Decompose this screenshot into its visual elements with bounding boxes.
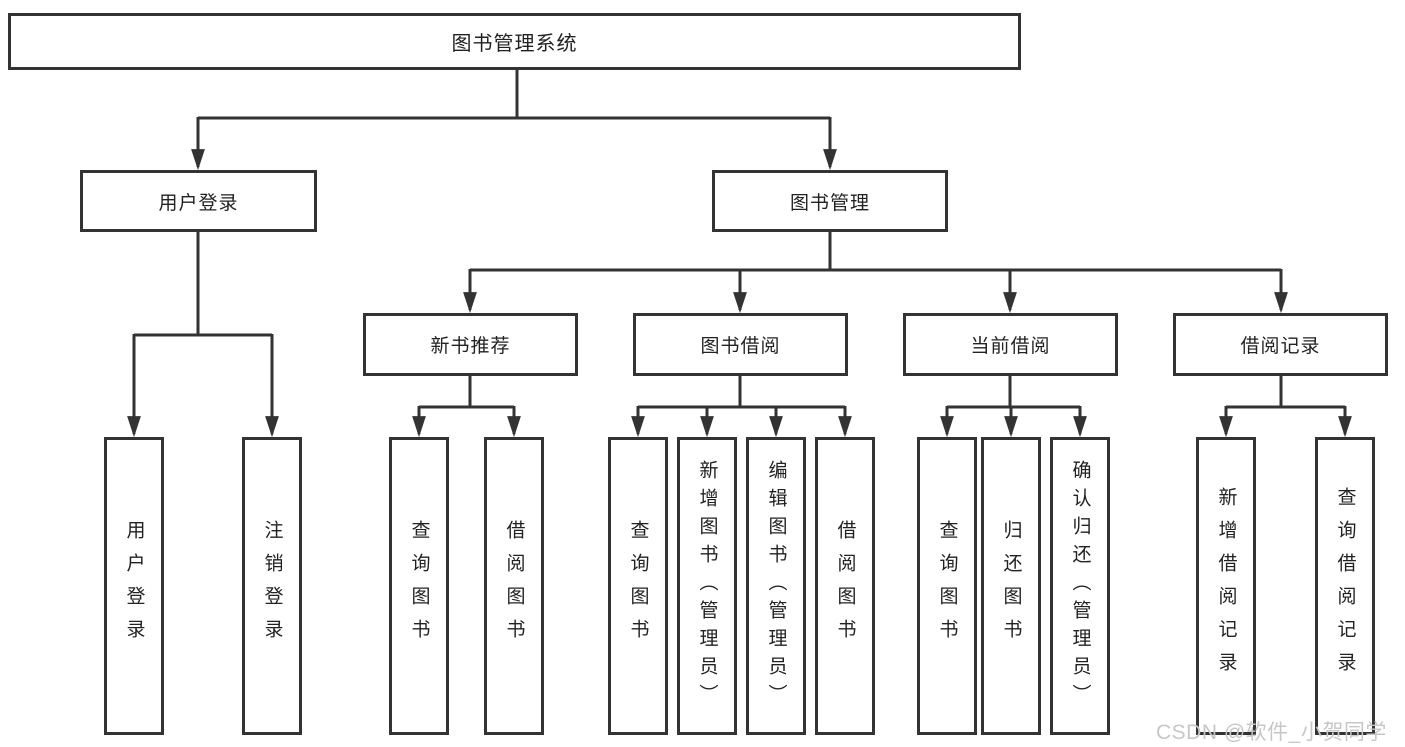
branch-borrow-record-label: 借阅记录 [1240,336,1321,357]
leaf-borrow-query-books: 查询图书 [608,437,668,735]
root-box-label: 图书管理系统 [451,33,578,55]
leaf-new-book-borrow-books-label: 借阅图书 [503,520,525,652]
leaf-new-book-borrow-books: 借阅图书 [484,437,544,735]
branch-user-login-label: 用户登录 [158,192,239,214]
leaf-new-book-query-books-label: 查询图书 [408,520,430,652]
leaf-current-query-books-label: 查询图书 [936,520,958,652]
branch-book-borrow: 图书借阅 [633,313,848,376]
leaf-logout-label: 注销登录 [261,520,283,652]
connector-new-book-trunk [419,376,514,409]
branch-book-borrow-label: 图书借阅 [700,336,781,357]
leaf-current-return-books: 归还图书 [981,437,1041,735]
connector-record-trunk [1226,376,1345,409]
branch-new-book-recommend: 新书推荐 [363,313,578,376]
root-box-library-system: 图书管理系统 [8,13,1021,70]
branch-book-management-label: 图书管理 [789,192,870,214]
leaf-new-book-query-books: 查询图书 [389,437,449,735]
leaf-borrow-borrow-books-label: 借阅图书 [834,520,856,652]
connector-user-login-trunk [134,232,272,337]
leaf-current-confirm-return-admin-label: 确认归还（管理员） [1069,460,1091,712]
leaf-borrow-edit-books-admin: 编辑图书（管理员） [746,437,806,735]
csdn-watermark: CSDN @软件_小贺同学 [1156,721,1387,744]
leaf-current-confirm-return-admin: 确认归还（管理员） [1050,437,1110,735]
leaf-borrow-edit-books-admin-label: 编辑图书（管理员） [765,460,787,712]
leaf-borrow-borrow-books: 借阅图书 [815,437,875,735]
leaf-current-query-books: 查询图书 [917,437,977,735]
leaf-borrow-query-books-label: 查询图书 [627,520,649,652]
leaf-record-query-label: 查询借阅记录 [1334,487,1356,685]
connector-current-trunk [947,376,1080,409]
branch-user-login: 用户登录 [80,170,317,232]
connector-borrow-trunk [638,376,845,409]
leaf-current-return-books-label: 归还图书 [1000,520,1022,652]
branch-current-borrow-label: 当前借阅 [970,336,1051,357]
leaf-user-login-label: 用户登录 [123,520,145,652]
connector-book-mgmt-trunk [470,232,1281,272]
branch-borrow-record: 借阅记录 [1173,313,1388,376]
leaf-borrow-add-books-admin: 新增图书（管理员） [677,437,737,735]
leaf-user-login: 用户登录 [104,437,164,735]
leaf-record-add: 新增借阅记录 [1196,437,1256,735]
branch-new-book-recommend-label: 新书推荐 [430,336,511,357]
leaf-borrow-add-books-admin-label: 新增图书（管理员） [696,460,718,712]
branch-current-borrow: 当前借阅 [903,313,1118,376]
branch-book-management: 图书管理 [712,170,948,232]
connector-root-trunk [198,70,830,120]
leaf-record-query: 查询借阅记录 [1315,437,1375,735]
leaf-record-add-label: 新增借阅记录 [1215,487,1237,685]
leaf-logout: 注销登录 [242,437,302,735]
